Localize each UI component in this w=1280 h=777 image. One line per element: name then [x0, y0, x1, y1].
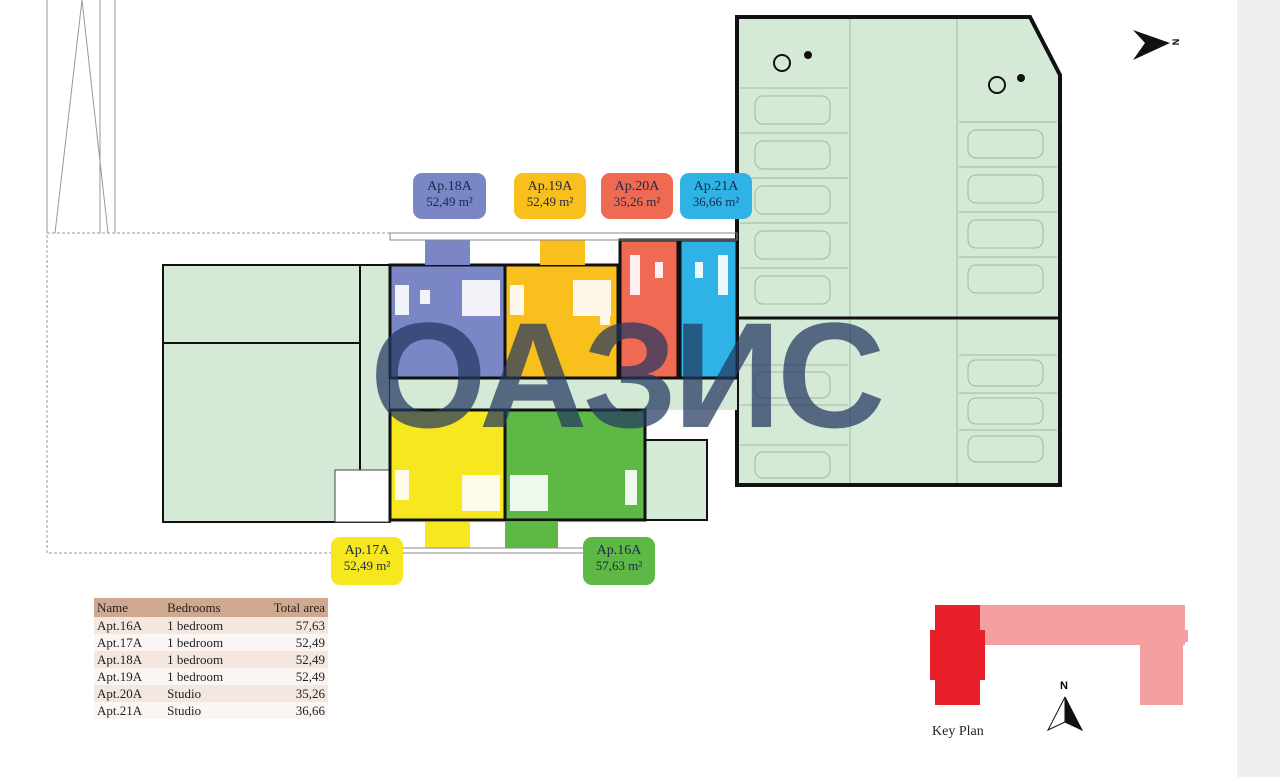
key-plan-label: Key Plan	[932, 724, 984, 739]
watermark-logo: ОАЗИС	[370, 291, 885, 459]
key-plan-north-arrow-icon	[1046, 696, 1084, 732]
key-plan-north-label: N	[1060, 680, 1068, 692]
cell-bedrooms: 1 bedroom	[164, 668, 250, 685]
cell-bedrooms: 1 bedroom	[164, 634, 250, 651]
wheelchair-icon	[773, 51, 1025, 94]
north-arrow-icon	[1133, 30, 1170, 60]
furniture	[395, 255, 728, 511]
apt-name: Ap.17A	[344, 543, 390, 558]
cell-area: 52,49	[249, 651, 328, 668]
apt-name: Ap.18A	[427, 179, 472, 194]
cell-area: 52,49	[249, 668, 328, 685]
label-apt-19a: Ap.19A 52,49 m²	[514, 173, 586, 219]
site-lines	[46, 0, 390, 554]
cell-name: Apt.20A	[94, 685, 165, 702]
apt-area: 35,26 m²	[613, 194, 661, 209]
cell-name: Apt.18A	[94, 651, 165, 668]
cell-bedrooms: Studio	[164, 685, 250, 702]
cell-area: 57,63	[249, 617, 328, 634]
key-plan	[930, 605, 1188, 705]
cell-bedrooms: 1 bedroom	[164, 617, 250, 634]
apt-area: 52,49 m²	[526, 194, 574, 209]
cell-bedrooms: Studio	[164, 702, 250, 719]
cell-area: 35,26	[249, 685, 328, 702]
parking-spaces	[740, 19, 1057, 483]
label-apt-18a: Ap.18A 52,49 m²	[413, 173, 486, 219]
col-name: Name	[94, 598, 165, 617]
label-apt-21a: Ap.21A 36,66 m²	[680, 173, 752, 219]
apt-area: 52,49 m²	[343, 558, 391, 573]
table-header-row: Name Bedrooms Total area	[94, 598, 328, 617]
col-bedrooms: Bedrooms	[164, 598, 250, 617]
apt-name: Ap.19A	[527, 179, 573, 194]
cell-name: Apt.17A	[94, 634, 165, 651]
cell-area: 36,66	[249, 702, 328, 719]
cell-name: Apt.19A	[94, 668, 165, 685]
apt-area: 52,49 m²	[426, 194, 473, 209]
cell-bedrooms: 1 bedroom	[164, 651, 250, 668]
label-apt-20a: Ap.20A 35,26 m²	[601, 173, 673, 219]
apt-name: Ap.16A	[596, 543, 642, 558]
cell-name: Apt.16A	[94, 617, 165, 634]
apt-area: 36,66 m²	[692, 194, 740, 209]
apt-area: 57,63 m²	[595, 558, 643, 573]
north-label: N	[1170, 38, 1181, 46]
apt-name: Ap.20A	[614, 179, 660, 194]
side-strip	[1237, 0, 1280, 777]
label-apt-16a: Ap.16A 57,63 m²	[583, 537, 655, 585]
apt-name: Ap.21A	[693, 179, 739, 194]
label-apt-17a: Ap.17A 52,49 m²	[331, 537, 403, 585]
cell-area: 52,49	[249, 634, 328, 651]
col-total-area: Total area	[249, 598, 328, 617]
cell-name: Apt.21A	[94, 702, 165, 719]
